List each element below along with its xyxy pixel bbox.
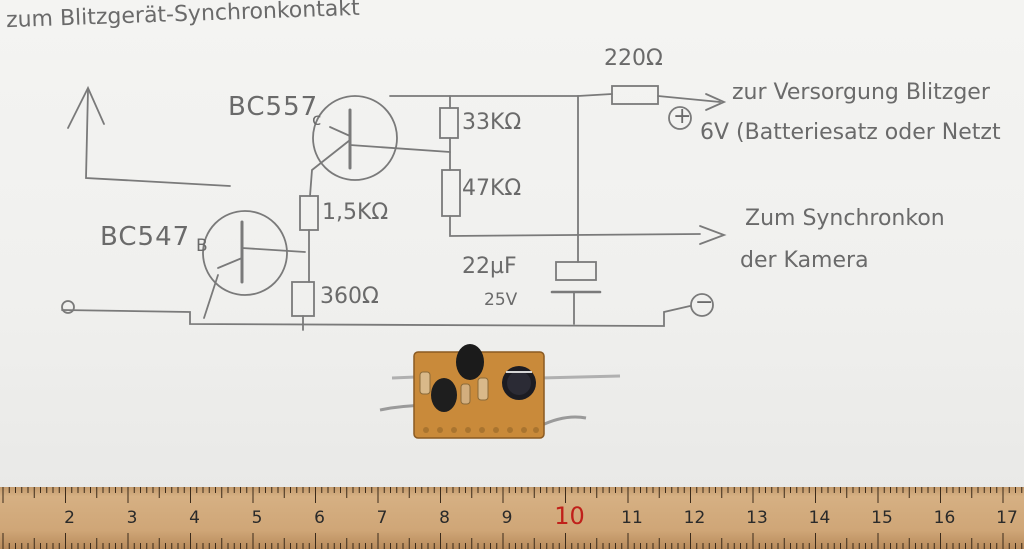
label-bc547-pin: B xyxy=(196,236,208,256)
ruler-number: 2 xyxy=(64,508,75,528)
label-r-220: 220Ω xyxy=(604,46,663,71)
wire-right-upper xyxy=(539,374,621,380)
folding-ruler: 2 3 4 5 6 7 8 9 10 11 12 13 14 15 16 17 xyxy=(0,487,1024,549)
ruler-number: 9 xyxy=(501,508,513,528)
ruler-number: 12 xyxy=(683,508,706,528)
ruler-number: 7 xyxy=(376,508,388,528)
ruler-ticks xyxy=(2,487,1023,549)
note-supply-detail: 6V (Batteriesatz oder Netzt xyxy=(700,120,1001,145)
label-cap-value: 22µF xyxy=(462,254,517,279)
ruler-number: 16 xyxy=(933,508,956,528)
ruler-number: 10 xyxy=(554,502,585,530)
label-bc557-pin: c xyxy=(312,110,322,130)
label-r-33k: 33KΩ xyxy=(462,110,522,135)
ruler-number: 3 xyxy=(126,508,138,528)
ruler-number: 11 xyxy=(621,508,643,528)
resistor-3 xyxy=(460,383,471,405)
resistor-2 xyxy=(477,377,489,401)
label-bc557: BC557 xyxy=(228,92,319,122)
ruler-number: 15 xyxy=(871,508,893,528)
transistor-bc547-body xyxy=(431,378,457,412)
ruler-number: 17 xyxy=(996,508,1018,528)
label-plus: + xyxy=(673,104,692,129)
label-minus: − xyxy=(695,290,714,315)
note-supply: zur Versorgung Blitzger xyxy=(732,80,990,105)
ruler-number: 5 xyxy=(251,508,263,528)
label-cap-voltage: 25V xyxy=(484,290,518,310)
label-r-47k: 47KΩ xyxy=(462,176,522,201)
label-r-1k5: 1,5KΩ xyxy=(322,200,389,225)
note-camera-sync-2: der Kamera xyxy=(740,248,869,273)
label-bc547: BC547 xyxy=(100,222,191,252)
wire-right-lower xyxy=(539,415,587,428)
ruler-number: 6 xyxy=(314,508,325,528)
ruler-number: 8 xyxy=(439,508,450,528)
ruler-number: 4 xyxy=(189,508,200,528)
ruler-number: 13 xyxy=(746,508,768,528)
resistor-1 xyxy=(419,371,431,395)
ruler-number: 14 xyxy=(808,508,831,528)
label-r-360: 360Ω xyxy=(320,284,379,309)
note-camera-sync-1: Zum Synchronkon xyxy=(745,206,945,231)
transistor-bc557-body xyxy=(456,344,484,380)
